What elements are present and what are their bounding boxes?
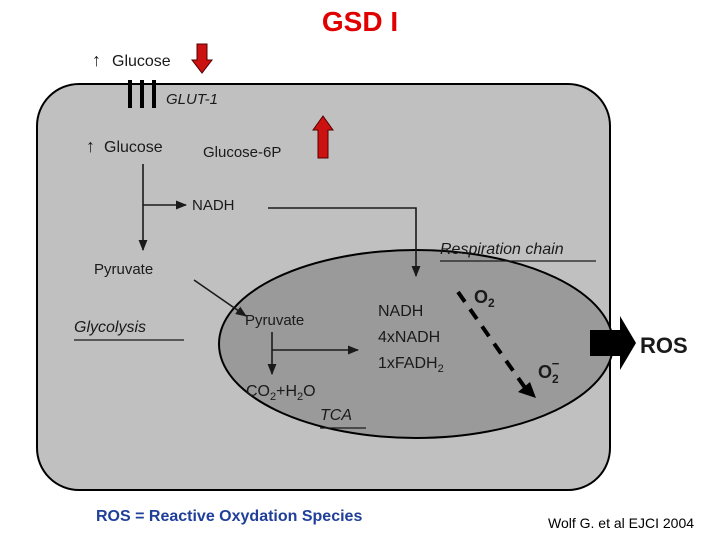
tca-label: TCA	[320, 407, 352, 424]
red-up-arrow-icon	[312, 115, 334, 159]
respiration-chain-label: Respiration chain	[440, 241, 564, 258]
pyruvate-cytosol-label: Pyruvate	[94, 261, 153, 278]
pyruvate-mito-label: Pyruvate	[245, 312, 304, 329]
nadh-cytosol-label: NADH	[192, 197, 235, 214]
o2-label: O2	[474, 287, 495, 310]
nadh-4x-label: 4xNADH	[378, 329, 440, 346]
page-title: GSD I	[321, 6, 399, 37]
ros-definition-footnote: ROS = Reactive Oxydation Species	[96, 508, 363, 525]
citation-text: Wolf G. et al EJCI 2004	[548, 515, 695, 531]
dashed-arrow-head	[518, 382, 536, 398]
glucose-inside-label: Glucose	[104, 139, 163, 156]
glut1-label: GLUT-1	[166, 91, 218, 108]
glucose-outside-label: Glucose	[112, 53, 171, 70]
ros-label: ROS	[640, 333, 688, 358]
pyruvate-to-mito-arrow	[193, 279, 247, 317]
nadh-mito-label: NADH	[378, 303, 423, 320]
fadh2-label: 1xFADH2	[378, 355, 444, 375]
glycolysis-label: Glycolysis	[74, 319, 146, 336]
ros-arrow-icon	[590, 316, 636, 370]
co2-h2o-label: CO2+H2O	[246, 383, 316, 403]
superoxide-label: O2−	[538, 356, 560, 386]
glucose-up-arrow-outside: ↑	[92, 50, 101, 70]
nadh-to-mito-arrow	[268, 207, 421, 278]
glucose6p-label: Glucose-6P	[203, 144, 281, 161]
red-down-arrow-icon	[190, 43, 214, 74]
glucose-up-arrow-inside: ↑	[86, 136, 95, 156]
glut1-transporter	[120, 80, 162, 108]
